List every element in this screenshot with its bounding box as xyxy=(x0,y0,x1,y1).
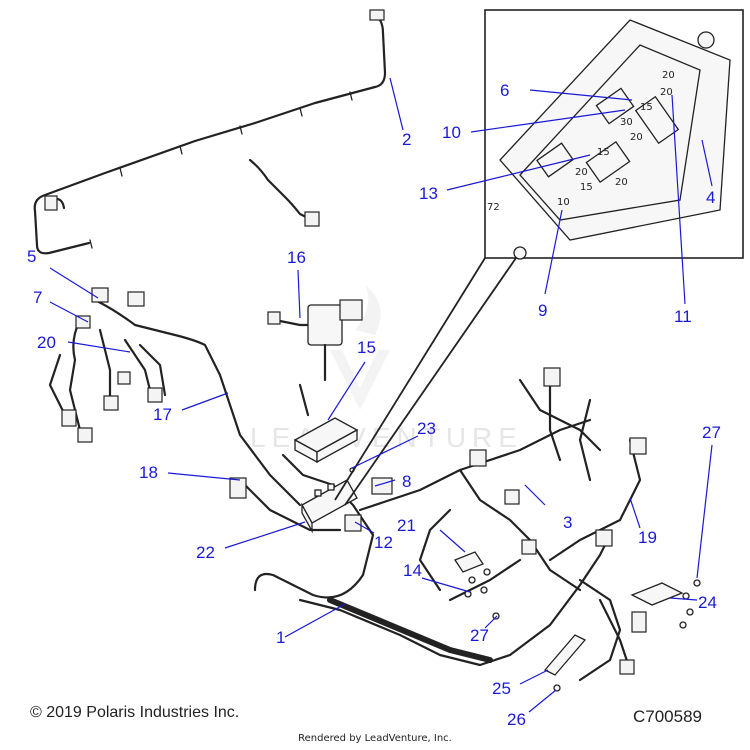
callout-12[interactable]: 12 xyxy=(374,533,393,552)
callout-5[interactable]: 5 xyxy=(27,247,36,266)
callout-13[interactable]: 13 xyxy=(419,184,438,203)
connector-cluster-c xyxy=(75,315,91,329)
connector-cluster-f xyxy=(103,395,119,411)
fuse-label-6: 20 xyxy=(575,167,588,178)
connector-cluster-d xyxy=(61,409,77,427)
callout-11[interactable]: 11 xyxy=(674,307,692,326)
callout-3[interactable]: 3 xyxy=(563,513,572,532)
callout-15[interactable]: 15 xyxy=(357,338,376,357)
connector-top xyxy=(369,9,385,21)
inset-fuse-detail: 20 20 30 20 15 20 10 20 15 15 72 xyxy=(334,9,744,506)
fuse-label-10: 15 xyxy=(580,182,593,193)
callout-26[interactable]: 26 xyxy=(507,710,526,729)
callout-7[interactable]: 7 xyxy=(33,288,42,307)
connector-mid-c xyxy=(521,539,537,555)
connector-cluster-g xyxy=(147,387,163,403)
callout-27-right[interactable]: 27 xyxy=(702,423,721,442)
callout-18[interactable]: 18 xyxy=(139,463,158,482)
connector-left xyxy=(44,195,58,211)
fuse-label-9: 15 xyxy=(640,102,653,113)
callout-10[interactable]: 10 xyxy=(442,123,461,142)
leader-lines xyxy=(49,77,713,713)
fuse-label-1: 20 xyxy=(662,70,675,81)
rendered-by-credit: Rendered by LeadVenture, Inc. xyxy=(298,733,452,744)
callout-9[interactable]: 9 xyxy=(538,301,547,320)
connector-right-a xyxy=(595,529,613,547)
callout-6[interactable]: 6 xyxy=(500,81,509,100)
connector-branch xyxy=(304,211,320,227)
connector-12 xyxy=(344,514,362,532)
part-15-module xyxy=(293,417,359,464)
callout-4[interactable]: 4 xyxy=(706,188,715,207)
callout-16[interactable]: 16 xyxy=(287,248,306,267)
harness-upper xyxy=(33,9,387,255)
callout-23[interactable]: 23 xyxy=(417,419,436,438)
callout-21[interactable]: 21 xyxy=(397,516,416,535)
connector-right-b xyxy=(631,611,647,633)
callout-25[interactable]: 25 xyxy=(492,679,511,698)
connector-top-right-a xyxy=(543,367,561,387)
part-24-bracket xyxy=(630,582,684,606)
fuse-label-4: 20 xyxy=(630,132,643,143)
watermark-text: LEADVENTURE xyxy=(250,422,523,453)
connector-right-c xyxy=(619,659,635,675)
harness-left-cluster xyxy=(48,287,302,507)
connector-cluster-a xyxy=(91,287,109,303)
fuse-label-5: 15 xyxy=(597,147,610,158)
callout-20[interactable]: 20 xyxy=(37,333,56,352)
part-22-fuse-box xyxy=(301,479,358,534)
fuse-label-7: 10 xyxy=(557,197,570,208)
connector-cluster-e xyxy=(77,427,93,443)
connector-19 xyxy=(629,437,647,455)
callout-14[interactable]: 14 xyxy=(403,561,422,580)
connector-mid-a xyxy=(469,449,487,467)
callout-27-bottom[interactable]: 27 xyxy=(470,626,489,645)
connector-cluster-h xyxy=(117,371,131,385)
callout-2[interactable]: 2 xyxy=(402,130,411,149)
drawing-id: C700589 xyxy=(633,707,703,726)
connector-18 xyxy=(229,477,247,499)
callout-17[interactable]: 17 xyxy=(153,405,172,424)
harness-main xyxy=(229,367,647,682)
fuse-label-3: 30 xyxy=(620,117,633,128)
callout-1[interactable]: 1 xyxy=(276,628,285,647)
callout-22[interactable]: 22 xyxy=(196,543,215,562)
fuse-label-2: 20 xyxy=(660,87,673,98)
part-25-bracket xyxy=(543,634,587,676)
connector-mid-b xyxy=(504,489,520,505)
connector-cluster-b xyxy=(127,291,145,307)
callout-24[interactable]: 24 xyxy=(698,593,717,612)
callout-8[interactable]: 8 xyxy=(402,472,411,491)
fuse-label-11: 72 xyxy=(487,202,500,213)
fuse-label-8: 20 xyxy=(615,177,628,188)
copyright-text: © 2019 Polaris Industries Inc. xyxy=(30,704,240,721)
fasteners xyxy=(349,467,701,692)
part-21-grommet xyxy=(454,551,484,573)
callout-19[interactable]: 19 xyxy=(638,528,657,547)
watermark-logo xyxy=(330,285,390,410)
part-16-connector xyxy=(267,299,363,417)
